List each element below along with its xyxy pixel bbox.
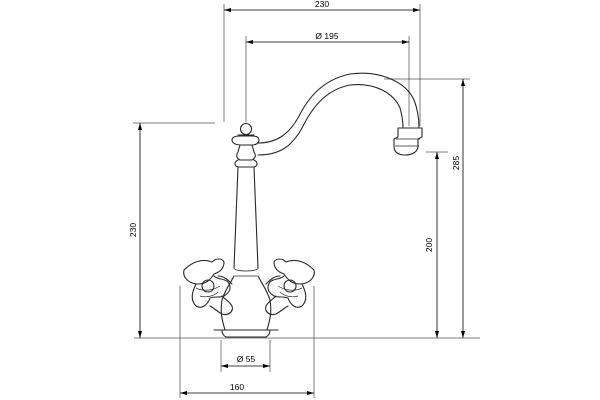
base bbox=[213, 329, 279, 338]
main-column bbox=[233, 166, 259, 269]
top-finial bbox=[239, 122, 253, 136]
spout-tip bbox=[393, 127, 423, 156]
faucet-outline bbox=[183, 72, 423, 338]
top-collar bbox=[231, 134, 260, 146]
label-base-diameter: Ø 55 bbox=[237, 354, 256, 364]
label-spout-height: 200 bbox=[424, 238, 434, 252]
spout-outer bbox=[257, 72, 420, 144]
dimension-lines bbox=[133, 4, 480, 398]
label-spout-diameter: Ø 195 bbox=[315, 31, 338, 41]
dimension-labels: 230 Ø 195 230 200 285 Ø 55 160 bbox=[128, 0, 461, 392]
label-left-height: 230 bbox=[128, 223, 138, 237]
column-ring bbox=[233, 267, 259, 277]
spout-inner bbox=[257, 84, 404, 156]
label-total-height: 285 bbox=[451, 156, 461, 170]
neck-ring bbox=[234, 159, 258, 168]
label-handle-span: 160 bbox=[230, 382, 244, 392]
label-top-width: 230 bbox=[315, 0, 329, 9]
upper-neck bbox=[236, 144, 256, 161]
right-cross-handle bbox=[265, 258, 315, 316]
left-cross-handle bbox=[183, 258, 233, 316]
